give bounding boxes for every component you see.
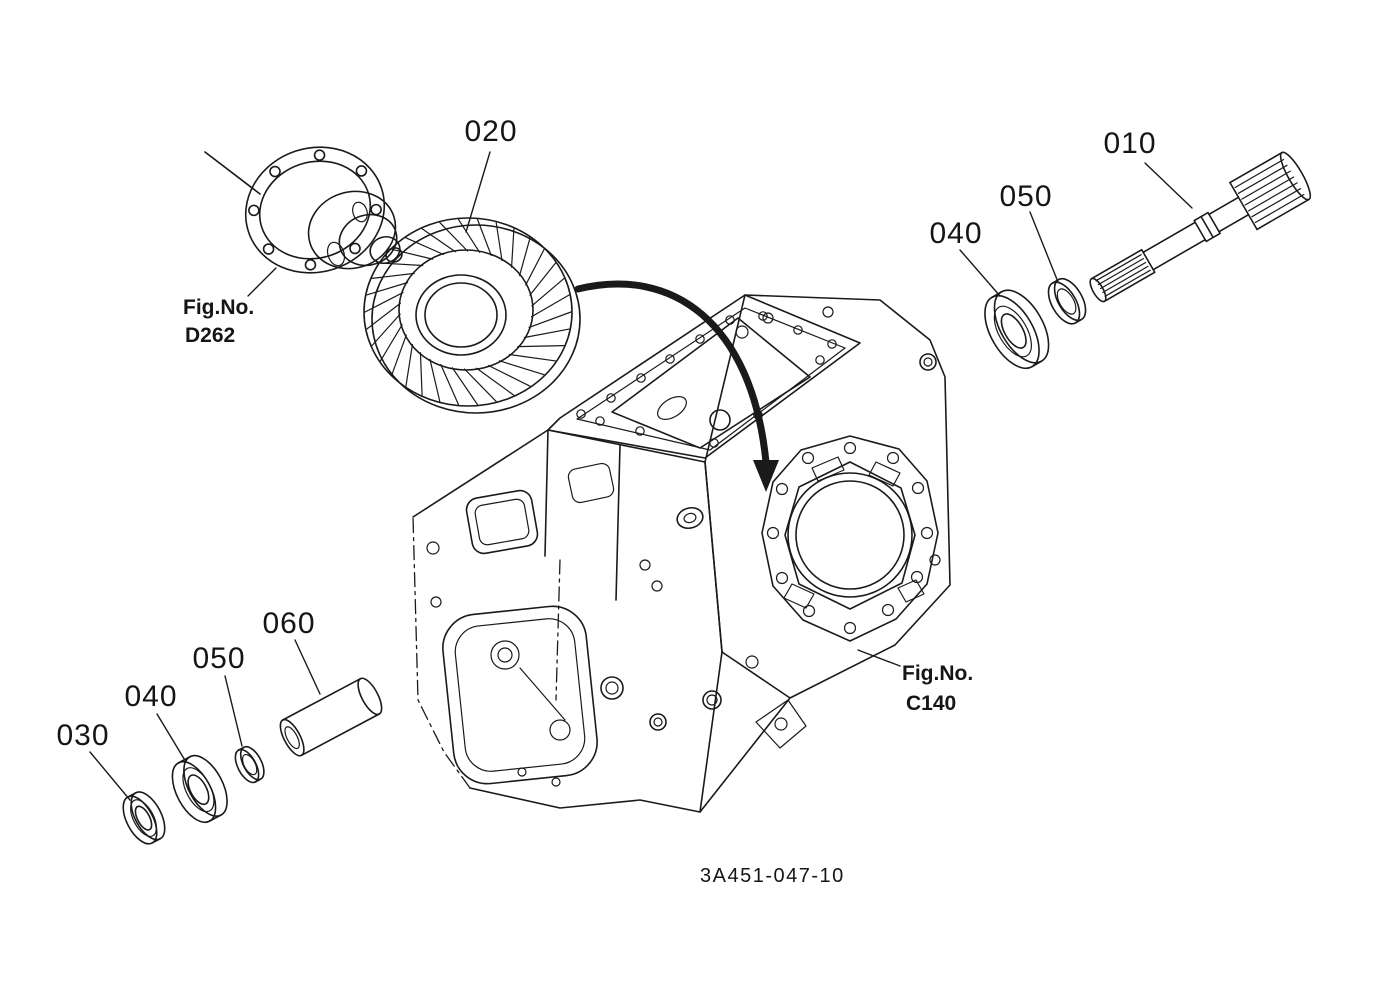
pinion-gear-teeth: [1234, 158, 1305, 224]
differential-flange-bolt-holes: [248, 149, 382, 271]
leader-060: [294, 639, 321, 695]
case-front-face: [412, 429, 723, 813]
callout-010: 010: [1103, 127, 1156, 160]
leader-030: [89, 751, 131, 801]
shaft-splines: [1095, 254, 1151, 297]
leader-050-upper: [1029, 211, 1059, 283]
fig-ref-c140-line1: Fig.No.: [902, 662, 973, 685]
spacer-collar-060: [279, 677, 383, 757]
callout-060: 060: [262, 607, 315, 640]
pinion-shaft: [1089, 151, 1312, 303]
fig-ref-d262-line2: D262: [185, 324, 235, 347]
leader-d262: [247, 267, 277, 297]
case-top-face: [547, 294, 861, 459]
bevel-ring-gear: [363, 217, 581, 414]
axle-bore: [787, 472, 913, 598]
collar-050-upper: [1047, 277, 1087, 325]
callout-050-lower: 050: [192, 642, 245, 675]
callout-020: 020: [464, 115, 517, 148]
fig-ref-d262-line1: Fig.No.: [183, 296, 254, 319]
leader-050-lower: [224, 675, 243, 747]
gear-teeth: [364, 218, 572, 406]
callout-040-upper: 040: [929, 217, 982, 250]
bearing-040-upper: [984, 289, 1050, 369]
ring-050-lower: [234, 745, 265, 784]
callout-040-lower: 040: [124, 680, 177, 713]
assembly-direction-arrow: [574, 280, 779, 492]
leader-c140: [857, 649, 901, 667]
leader-040-upper: [959, 249, 1001, 297]
rear-axle-plate: [699, 294, 951, 813]
top-face-bolt-holes: [576, 311, 837, 448]
oil-seal-030: [122, 791, 166, 845]
plate-bolt-holes: [766, 441, 934, 635]
callout-030: 030: [56, 719, 109, 752]
leader-lines: [89, 151, 1193, 801]
callout-050-upper: 050: [999, 180, 1052, 213]
leader-020: [465, 151, 491, 233]
differential-assembly: [204, 146, 403, 274]
transmission-case: [412, 294, 951, 813]
leader-010: [1144, 162, 1193, 209]
drawing-number: 3A451-047-10: [700, 865, 845, 887]
fig-ref-c140-line2: C140: [906, 692, 956, 715]
leader-040-lower: [156, 713, 187, 763]
bearing-040-lower: [171, 754, 228, 824]
